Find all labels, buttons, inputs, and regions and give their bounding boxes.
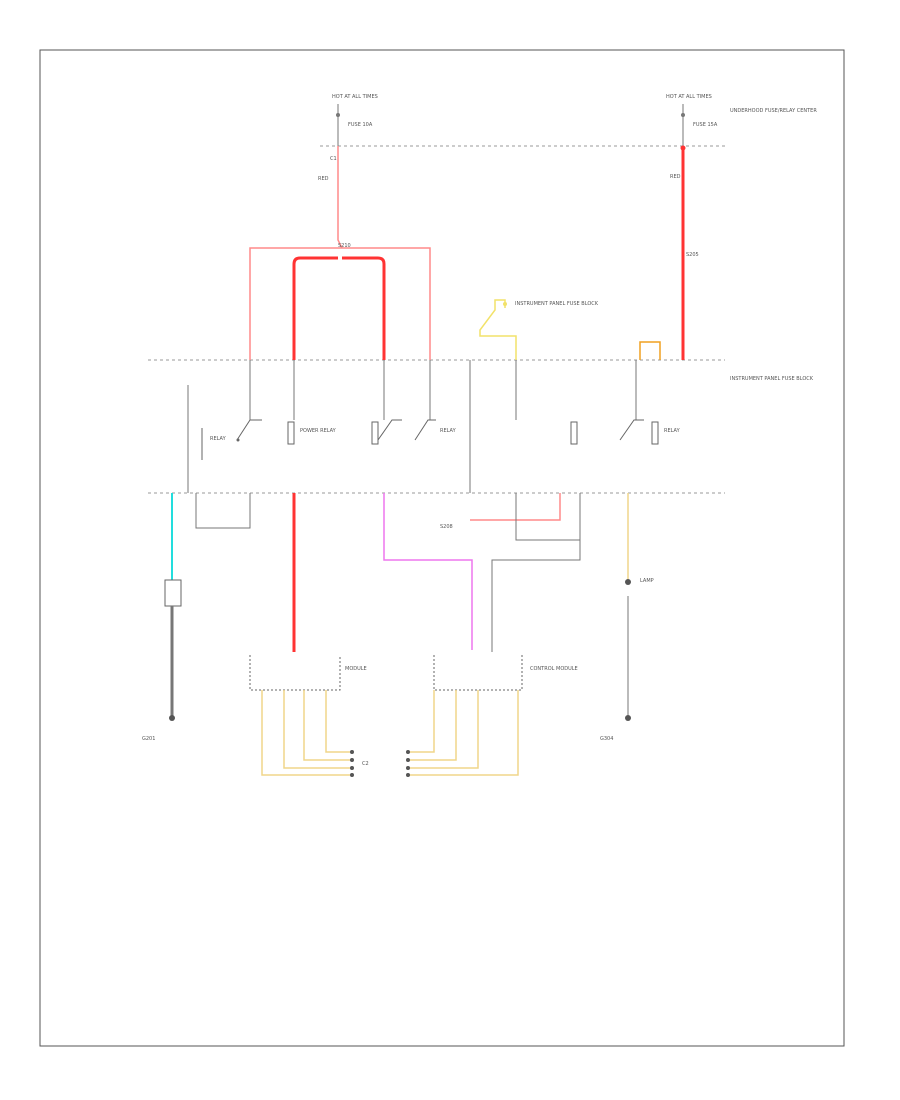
- svg-text:POWER RELAY: POWER RELAY: [300, 428, 337, 434]
- svg-text:S208: S208: [440, 524, 453, 530]
- svg-text:FUSE 15A: FUSE 15A: [693, 122, 718, 128]
- svg-text:HOT AT ALL TIMES: HOT AT ALL TIMES: [332, 94, 378, 100]
- wire-red-branch-inner-right: [342, 256, 386, 360]
- svg-text:C2: C2: [362, 761, 369, 767]
- module-left: MODULE: [249, 655, 367, 691]
- svg-text:RELAY: RELAY: [440, 428, 457, 434]
- ground-left: G201: [142, 579, 182, 742]
- wire-orange: [639, 341, 661, 360]
- svg-text:RELAY: RELAY: [664, 428, 681, 434]
- relay-1: RELAY: [201, 419, 262, 460]
- svg-text:LAMP: LAMP: [640, 578, 654, 584]
- svg-text:C1: C1: [330, 156, 337, 162]
- wire-pink-trunk-left: [337, 146, 343, 249]
- relay-3: RELAY: [371, 419, 457, 445]
- fuse-left-top: HOT AT ALL TIMES FUSE 10A: [332, 94, 378, 146]
- relay-4: RELAY: [570, 419, 681, 445]
- svg-text:RED: RED: [670, 174, 681, 180]
- wire-magenta: [383, 493, 473, 650]
- relay-2: POWER RELAY: [287, 419, 402, 445]
- svg-text:S210: S210: [338, 243, 351, 249]
- svg-text:CONTROL MODULE: CONTROL MODULE: [530, 666, 578, 672]
- wire-pink-branch-outer-right: [342, 247, 431, 360]
- ground-right: LAMP G304: [600, 578, 654, 742]
- wire-red-branch-inner: [292, 256, 338, 360]
- svg-text:UNDERHOOD FUSE/RELAY CENTER: UNDERHOOD FUSE/RELAY CENTER: [730, 108, 817, 114]
- svg-text:G304: G304: [600, 736, 613, 742]
- svg-text:RELAY: RELAY: [210, 436, 227, 442]
- svg-text:INSTRUMENT PANEL FUSE BLOCK: INSTRUMENT PANEL FUSE BLOCK: [515, 301, 599, 307]
- svg-text:HOT AT ALL TIMES: HOT AT ALL TIMES: [666, 94, 712, 100]
- svg-text:RED: RED: [318, 176, 329, 182]
- wire-pink-branch-outer: [249, 247, 342, 360]
- svg-text:FUSE 10A: FUSE 10A: [348, 122, 373, 128]
- module-right: CONTROL MODULE: [433, 655, 578, 691]
- bottom-bus: C2: [261, 690, 519, 777]
- svg-text:G201: G201: [142, 736, 155, 742]
- fuse-right-top: HOT AT ALL TIMES FUSE 15A UNDERHOOD FUSE…: [666, 94, 817, 146]
- svg-text:INSTRUMENT PANEL FUSE BLOCK: INSTRUMENT PANEL FUSE BLOCK: [730, 376, 814, 382]
- wire-yellow-top: [479, 299, 517, 360]
- diagram-frame: [39, 49, 845, 1047]
- wire-pink-lower: [470, 493, 561, 521]
- svg-text:MODULE: MODULE: [345, 666, 367, 672]
- svg-text:S205: S205: [686, 252, 699, 258]
